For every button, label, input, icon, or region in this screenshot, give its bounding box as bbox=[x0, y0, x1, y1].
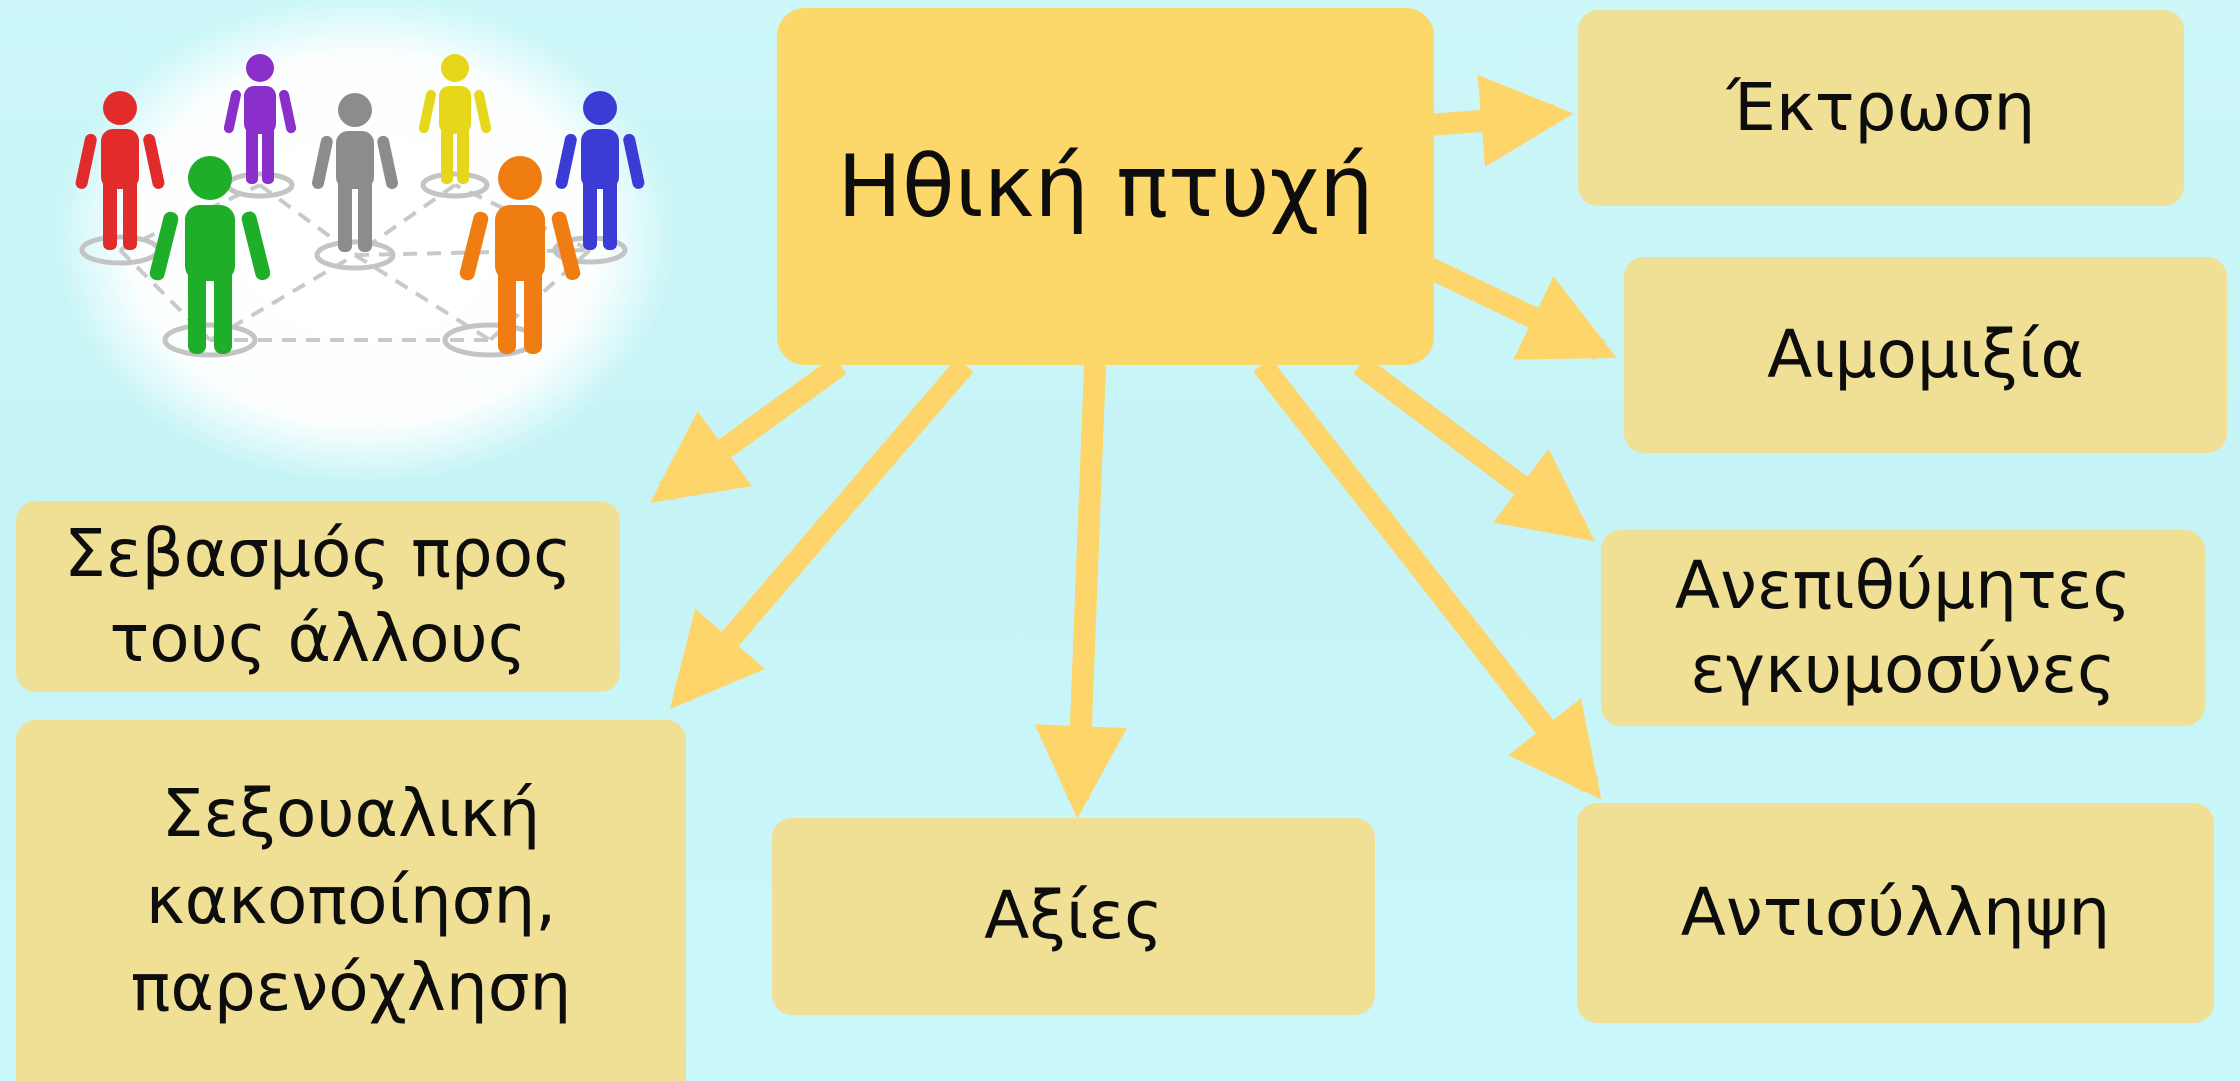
arrow-to-anepithymites bbox=[1353, 356, 1595, 542]
node-sexoualiki-label: Σεξουαλική κακοποίηση, παρενόχληση bbox=[130, 774, 572, 1027]
node-anepithymites-label: Ανεπιθύμητες εγκυμοσύνες bbox=[1674, 546, 2132, 708]
node-axies-label: Αξίες bbox=[984, 877, 1163, 955]
arrow-to-sevasmos bbox=[650, 356, 847, 503]
node-sevasmos-label: Σεβασμός προς τους άλλους bbox=[64, 515, 572, 677]
node-aimomixia-label: Αιμομιξία bbox=[1767, 315, 2084, 393]
node-axies: Αξίες bbox=[772, 818, 1375, 1015]
center-node-label: Ηθική πτυχή bbox=[837, 136, 1374, 237]
node-aimomixia: Αιμομιξία bbox=[1624, 257, 2227, 453]
node-anepithymites: Ανεπιθύμητες εγκυμοσύνες bbox=[1601, 530, 2205, 726]
node-ektrosi-label: Έκτρωση bbox=[1726, 68, 2036, 146]
node-sexoualiki: Σεξουαλική κακοποίηση, παρενόχληση bbox=[16, 720, 686, 1081]
node-antisyllipsi: Αντισύλληψη bbox=[1577, 803, 2214, 1023]
people-network-icon bbox=[55, 0, 675, 485]
arrow-to-axies bbox=[1034, 364, 1128, 819]
arrow-to-aimomixia bbox=[1425, 258, 1617, 360]
arrow-to-antisyllipsi bbox=[1253, 358, 1602, 800]
center-node: Ηθική πτυχή bbox=[777, 8, 1434, 365]
node-antisyllipsi-label: Αντισύλληψη bbox=[1680, 873, 2111, 951]
node-ektrosi: Έκτρωση bbox=[1578, 10, 2184, 206]
arrow-to-sexoualiki bbox=[669, 357, 974, 710]
arrow-to-ektrosi bbox=[1429, 74, 1574, 167]
node-sevasmos: Σεβασμός προς τους άλλους bbox=[16, 501, 620, 692]
